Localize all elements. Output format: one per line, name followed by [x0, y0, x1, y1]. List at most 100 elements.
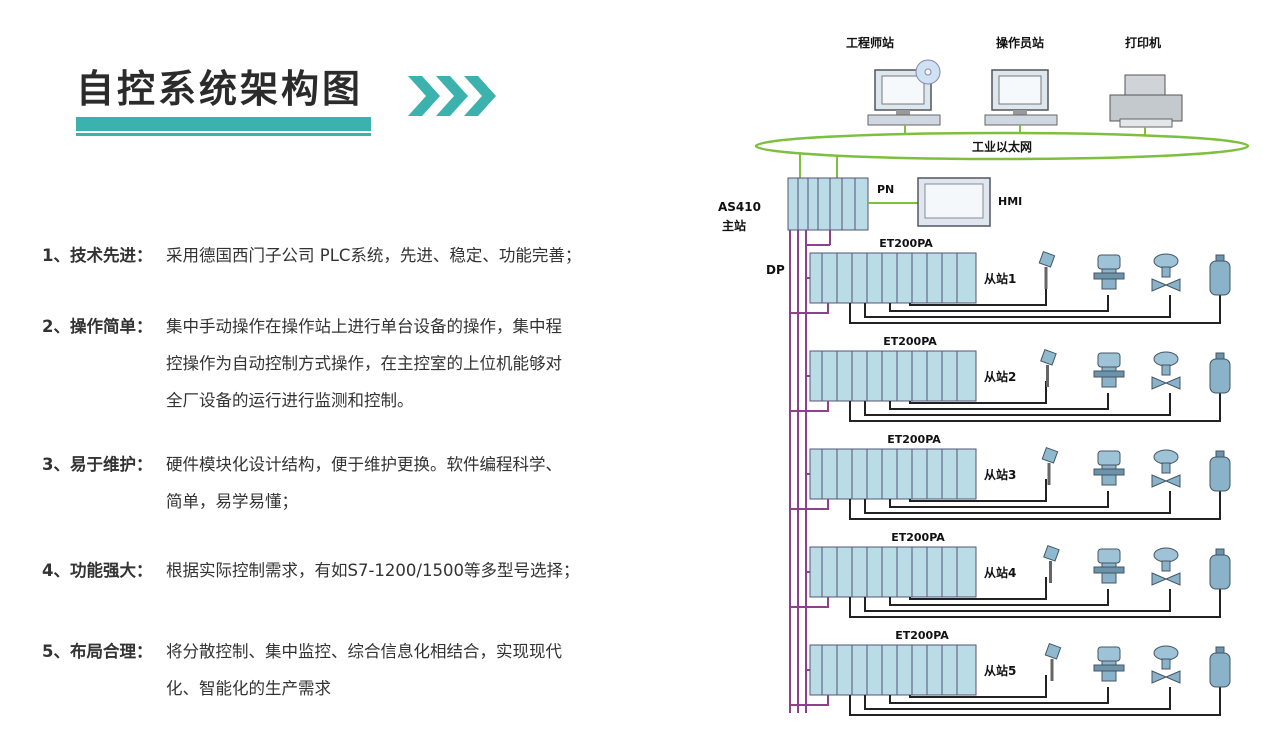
level-sensor-icon	[1040, 349, 1057, 366]
motor-icon	[1215, 646, 1225, 654]
dp-drop	[790, 401, 829, 412]
field-wire	[889, 589, 1109, 606]
field-wire	[909, 577, 1047, 600]
field-wire	[849, 293, 1221, 324]
control-valve-icon	[1161, 364, 1171, 376]
title-underline-bar	[76, 117, 371, 131]
pressure-transmitter-icon	[1093, 566, 1125, 574]
level-sensor-icon	[1038, 251, 1056, 268]
pressure-transmitter-icon	[1097, 254, 1121, 270]
motor-icon	[1215, 352, 1225, 360]
et200-rack	[809, 448, 977, 500]
et200-rack	[809, 350, 977, 402]
field-wire	[849, 391, 1221, 422]
master-label: 主站	[722, 218, 746, 233]
motor-icon	[1209, 652, 1231, 688]
control-valve-icon	[1151, 670, 1181, 684]
feature-text: 硬件模块化设计结构，便于维护更换。软件编程科学、简单，易学易懂；	[166, 446, 636, 520]
feature-text-line: 化、智能化的生产需求	[166, 679, 331, 698]
dp-drop	[790, 303, 829, 314]
motor-icon	[1209, 456, 1231, 492]
dp-drop	[790, 597, 829, 608]
plc-master-icon	[787, 177, 869, 231]
feature-text-line: 全厂设备的运行进行监测和控制。	[166, 391, 414, 410]
hmi-panel-icon	[917, 177, 991, 227]
motor-icon	[1209, 358, 1231, 394]
control-valve-icon	[1161, 658, 1171, 670]
feature-label: 4、功能强大：	[42, 561, 153, 580]
dp-drop	[790, 499, 829, 510]
pressure-transmitter-icon	[1097, 450, 1121, 466]
field-wire	[864, 589, 1171, 612]
field-wire	[889, 687, 1109, 704]
slave-name-label: 从站2	[984, 369, 1016, 384]
et200pa-label: ET200PA	[887, 433, 941, 446]
slave-station: ET200PA 从站2	[790, 335, 1231, 422]
control-valve-icon	[1153, 449, 1179, 465]
slave-name-label: 从站3	[984, 467, 1016, 482]
field-wire	[849, 685, 1221, 716]
et200-rack	[809, 546, 977, 598]
et200-rack	[809, 644, 977, 696]
control-valve-icon	[1161, 266, 1171, 278]
control-valve-icon	[1153, 351, 1179, 367]
pressure-transmitter-icon	[1097, 548, 1121, 564]
feature-text: 采用德国西门子公司 PLC系统，先进、稳定、功能完善；	[166, 237, 636, 274]
control-valve-icon	[1161, 560, 1171, 572]
operator-station-label: 操作员站	[996, 35, 1044, 50]
control-valve-icon	[1151, 572, 1181, 586]
dp-drop	[790, 695, 829, 706]
field-wire	[849, 489, 1221, 520]
et200pa-label: ET200PA	[879, 237, 933, 250]
et200pa-label: ET200PA	[891, 531, 945, 544]
feature-text-line: 硬件模块化设计结构，便于维护更换。软件编程科学、	[166, 455, 562, 474]
pn-label: PN	[877, 183, 894, 196]
ethernet-label: 工业以太网	[972, 139, 1032, 154]
as410-label: AS410	[718, 200, 761, 214]
pressure-transmitter-icon	[1093, 664, 1125, 672]
slave-stations: ET200PA从站1ET200PA从站2ET200PA从站3ET200PA从站4…	[790, 237, 1231, 716]
system-architecture-diagram: 工程师站 操作员站 打印机 工业以太网 AS410 主站	[718, 35, 1250, 716]
pressure-transmitter-icon	[1097, 646, 1121, 662]
feature-text: 根据实际控制需求，有如S7-1200/1500等多型号选择；	[166, 552, 636, 589]
feature-text-line: 采用德国西门子公司 PLC系统，先进、稳定、功能完善；	[166, 246, 582, 265]
control-valve-icon	[1153, 645, 1179, 661]
field-wire	[864, 393, 1171, 416]
engineer-station-label: 工程师站	[846, 35, 894, 50]
slave-station: ET200PA 从站1	[790, 237, 1231, 324]
feature-text: 将分散控制、集中监控、综合信息化相结合，实现现代化、智能化的生产需求	[166, 633, 636, 707]
slave-station: ET200PA 从站3	[790, 433, 1231, 520]
field-wire	[889, 393, 1109, 410]
et200pa-label: ET200PA	[883, 335, 937, 348]
level-sensor-icon	[1043, 545, 1060, 562]
field-wire	[909, 675, 1047, 698]
feature-label: 1、技术先进：	[42, 246, 153, 265]
slave-name-label: 从站1	[984, 271, 1016, 286]
printer-label: 打印机	[1125, 35, 1161, 50]
printer-icon	[1109, 74, 1183, 128]
et200-rack	[809, 252, 977, 304]
level-sensor-icon	[1044, 643, 1062, 660]
motor-icon	[1215, 548, 1225, 556]
slave-name-label: 从站4	[984, 565, 1016, 580]
field-wire	[909, 479, 1047, 502]
field-wire	[849, 587, 1221, 618]
feature-text: 集中手动操作在操作站上进行单台设备的操作，集中程控操作为自动控制方式操作，在主控…	[166, 308, 636, 419]
slave-station: ET200PA 从站4	[790, 531, 1231, 618]
pressure-transmitter-icon	[1097, 352, 1121, 368]
chevron-right-icon	[408, 76, 496, 116]
computer-icon	[984, 69, 1058, 126]
control-valve-icon	[1153, 253, 1179, 269]
hmi-label: HMI	[998, 195, 1022, 208]
pressure-transmitter-icon	[1093, 468, 1125, 476]
control-valve-icon	[1151, 278, 1181, 292]
feature-text-line: 根据实际控制需求，有如S7-1200/1500等多型号选择；	[166, 561, 580, 580]
feature-text-line: 集中手动操作在操作站上进行单台设备的操作，集中程	[166, 317, 562, 336]
field-wire	[864, 295, 1171, 318]
feature-text-line: 简单，易学易懂；	[166, 492, 298, 511]
page-title: 自控系统架构图	[76, 67, 364, 111]
level-sensor-icon	[1041, 447, 1059, 464]
motor-icon	[1215, 450, 1225, 458]
field-wire	[889, 295, 1109, 312]
